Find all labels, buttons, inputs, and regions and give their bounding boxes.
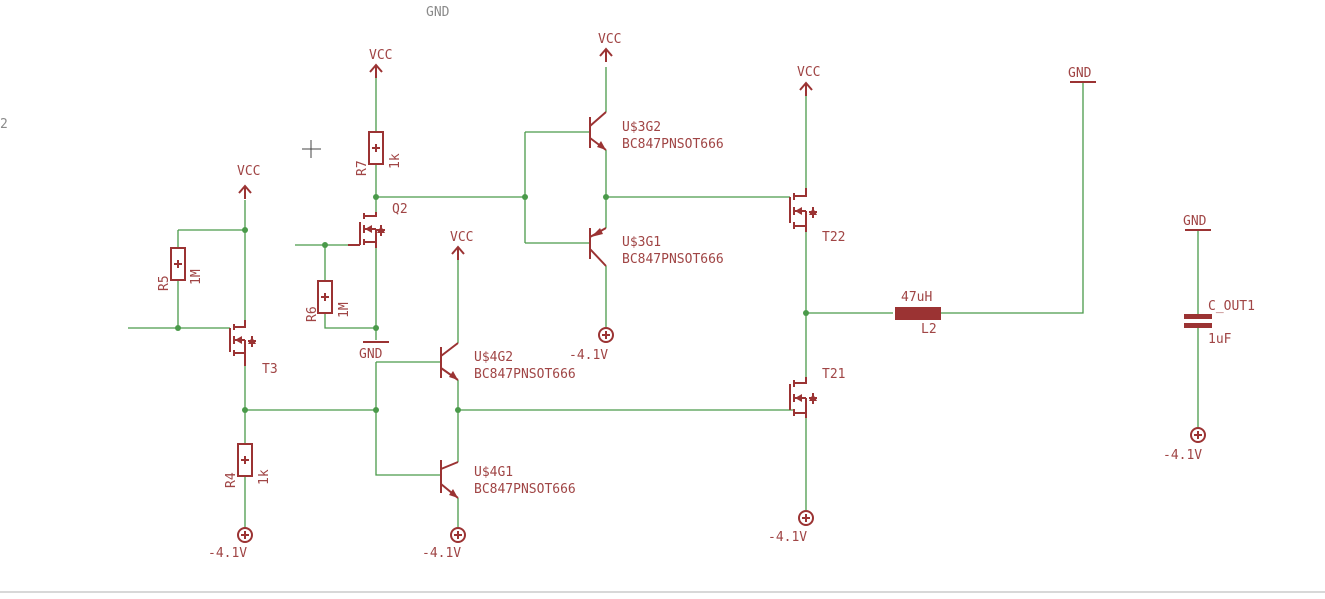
vcc-symbol[interactable]: VCC	[237, 164, 260, 199]
svg-text:U$3G2: U$3G2	[622, 120, 661, 135]
svg-text:Q2: Q2	[392, 202, 408, 217]
inductor-l2[interactable]: 47uH L2	[895, 290, 941, 337]
junction	[322, 242, 328, 248]
neg-supply-symbol[interactable]: -4.1V	[768, 510, 814, 545]
neg-supply-symbol[interactable]: -4.1V	[569, 327, 614, 363]
svg-text:VCC: VCC	[369, 48, 392, 63]
mosfet-q2[interactable]: Q2	[348, 202, 408, 248]
svg-text:-4.1V: -4.1V	[422, 546, 461, 561]
edge-text: 2	[0, 117, 8, 132]
wires	[128, 67, 1199, 528]
svg-text:L2: L2	[921, 322, 937, 337]
bjt-u4g1[interactable]: U$4G1 BC847PNSOT666	[440, 460, 576, 499]
svg-text:1M: 1M	[189, 269, 204, 285]
junction	[522, 194, 528, 200]
svg-text:T22: T22	[822, 230, 845, 245]
neg-supply-symbol[interactable]: -4.1V	[422, 527, 466, 561]
resistor-r6[interactable]: R6 1M	[305, 280, 352, 322]
crosshair-cursor-icon	[302, 140, 321, 158]
svg-text:47uH: 47uH	[901, 290, 932, 305]
junction	[803, 310, 809, 316]
junction	[373, 194, 379, 200]
gnd-symbol[interactable]: GND	[1068, 66, 1096, 83]
junction	[242, 407, 248, 413]
bjt-u3g1[interactable]: U$3G1 BC847PNSOT666	[589, 227, 724, 267]
svg-text:GND: GND	[1183, 214, 1207, 229]
svg-text:BC847PNSOT666: BC847PNSOT666	[474, 367, 576, 382]
svg-text:-4.1V: -4.1V	[569, 348, 608, 363]
svg-text:R4: R4	[224, 472, 239, 488]
svg-text:U$4G1: U$4G1	[474, 465, 513, 480]
svg-text:BC847PNSOT666: BC847PNSOT666	[622, 137, 724, 152]
svg-text:-4.1V: -4.1V	[768, 530, 807, 545]
neg-supply-symbol[interactable]: -4.1V	[208, 527, 253, 561]
svg-text:U$3G1: U$3G1	[622, 235, 661, 250]
capacitor-c-out1[interactable]: C_OUT1 1uF	[1184, 299, 1255, 347]
svg-text:U$4G2: U$4G2	[474, 350, 513, 365]
junction	[373, 325, 379, 331]
svg-text:VCC: VCC	[598, 32, 621, 47]
junction	[175, 325, 181, 331]
bjt-u4g2[interactable]: U$4G2 BC847PNSOT666	[440, 342, 576, 382]
vcc-symbol[interactable]: VCC	[450, 230, 473, 260]
svg-text:BC847PNSOT666: BC847PNSOT666	[474, 482, 576, 497]
svg-text:R6: R6	[305, 306, 320, 322]
resistor-r7[interactable]: R7 1k	[355, 131, 403, 176]
svg-text:T3: T3	[262, 362, 278, 377]
junction	[455, 407, 461, 413]
svg-text:-4.1V: -4.1V	[208, 546, 247, 561]
svg-text:VCC: VCC	[797, 65, 820, 80]
svg-text:1M: 1M	[337, 302, 352, 318]
mosfet-t3[interactable]: T3	[229, 320, 278, 377]
junctions	[175, 194, 809, 413]
vcc-symbol[interactable]: VCC	[797, 65, 820, 96]
svg-text:GND: GND	[1068, 66, 1092, 81]
svg-text:R5: R5	[157, 275, 172, 291]
gnd-symbol[interactable]: GND	[426, 5, 450, 20]
junction	[603, 194, 609, 200]
neg-supply-symbol[interactable]: -4.1V	[1163, 427, 1206, 463]
svg-text:1uF: 1uF	[1208, 332, 1232, 347]
gnd-symbol[interactable]: GND	[359, 341, 389, 362]
svg-text:VCC: VCC	[450, 230, 473, 245]
resistor-r5[interactable]: R5 1M	[157, 247, 204, 291]
svg-text:R7: R7	[355, 160, 370, 176]
mosfet-t22[interactable]: T22	[789, 188, 845, 245]
svg-text:GND: GND	[426, 5, 450, 20]
svg-text:GND: GND	[359, 347, 383, 362]
svg-text:VCC: VCC	[237, 164, 260, 179]
junction	[242, 227, 248, 233]
svg-text:C_OUT1: C_OUT1	[1208, 299, 1255, 314]
vcc-symbol[interactable]: VCC	[369, 48, 392, 78]
junction	[373, 407, 379, 413]
vcc-symbol[interactable]: VCC	[598, 32, 621, 62]
svg-text:T21: T21	[822, 367, 845, 382]
gnd-symbol[interactable]: GND	[1183, 214, 1211, 231]
svg-text:-4.1V: -4.1V	[1163, 448, 1202, 463]
svg-text:BC847PNSOT666: BC847PNSOT666	[622, 252, 724, 267]
mosfet-t21[interactable]: T21	[789, 367, 845, 418]
bjt-u3g2[interactable]: U$3G2 BC847PNSOT666	[589, 111, 724, 152]
svg-text:1k: 1k	[257, 469, 272, 485]
svg-text:1k: 1k	[388, 153, 403, 169]
resistor-r4[interactable]: R4 1k	[224, 443, 272, 488]
